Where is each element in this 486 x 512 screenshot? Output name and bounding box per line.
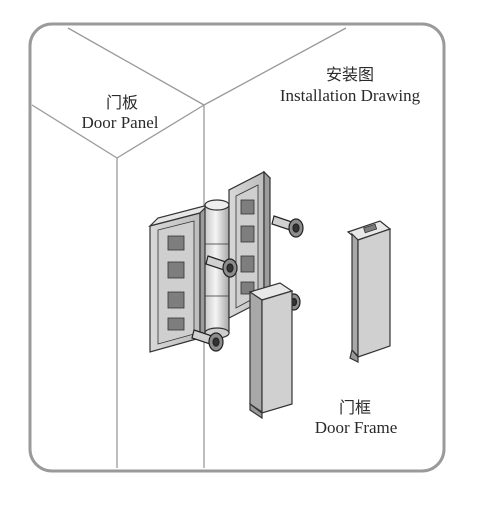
door-frame-label-en: Door Frame — [314, 418, 398, 437]
mounting-plate — [248, 282, 294, 420]
screw-middle — [205, 255, 238, 278]
screw-lower-left — [191, 329, 224, 352]
spare-plate — [346, 220, 392, 363]
hinge-left-leaf — [148, 203, 210, 353]
hinge-right-leaf — [227, 170, 272, 319]
screw-upper-right — [271, 215, 304, 238]
door-frame-label-zh: 门框 — [338, 398, 371, 417]
door-panel-label-zh: 门板 — [105, 93, 138, 112]
installation-label-en: Installation Drawing — [279, 86, 421, 105]
door-panel-label-en: Door Panel — [81, 113, 159, 132]
installation-label-zh: 安装图 — [325, 65, 374, 84]
